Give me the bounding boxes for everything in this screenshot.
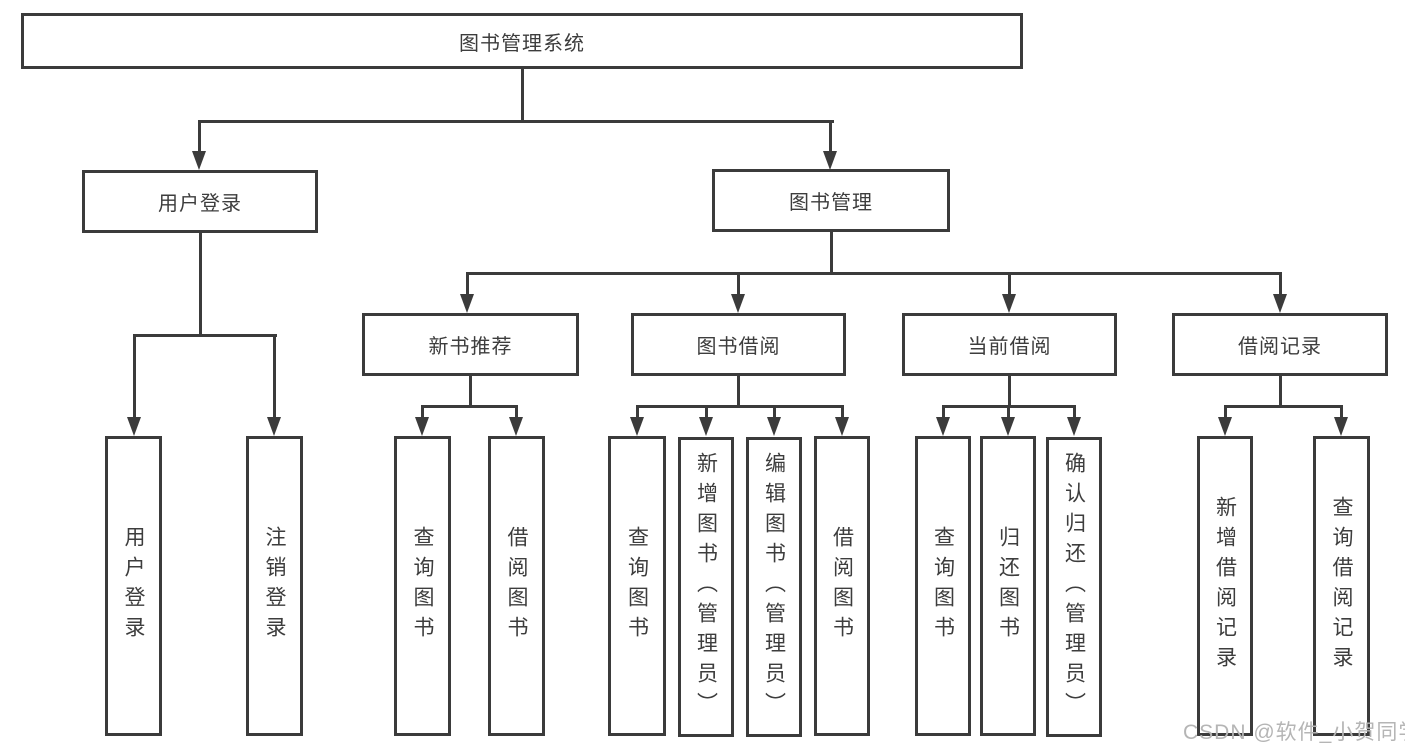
connector-line (520, 69, 524, 122)
leaf-query-borrow-record: 查询借阅记录 (1313, 436, 1370, 736)
connector-line (840, 405, 844, 419)
node-borrow-records: 借阅记录 (1172, 313, 1388, 376)
arrow-down-icon (1217, 417, 1232, 436)
leaf-query-books-borrow: 查询图书 (608, 436, 666, 736)
connector-line (420, 405, 518, 408)
arrow-down-icon (766, 417, 781, 436)
connector-line (420, 405, 424, 419)
connector-line (772, 405, 776, 419)
leaf-borrow-books-recommend: 借阅图书 (488, 436, 545, 736)
node-root: 图书管理系统 (21, 13, 1023, 69)
connector-line (514, 405, 518, 419)
arrow-down-icon (1000, 417, 1015, 436)
connector-line (1006, 405, 1010, 419)
connector-line (1278, 272, 1282, 296)
connector-line (272, 334, 276, 419)
arrow-down-icon (935, 417, 950, 436)
connector-line (828, 120, 832, 153)
arrow-down-icon (834, 417, 849, 436)
leaf-query-books-current: 查询图书 (915, 436, 971, 736)
arrow-down-icon (266, 417, 281, 436)
connector-line (197, 120, 201, 153)
arrow-down-icon (126, 417, 141, 436)
connector-line (1007, 376, 1011, 407)
arrow-down-icon (1066, 417, 1081, 436)
connector-line (465, 272, 1282, 275)
node-book-borrow: 图书借阅 (631, 313, 846, 376)
node-user-login: 用户登录 (82, 170, 318, 233)
connector-line (197, 120, 834, 123)
arrow-down-icon (822, 151, 837, 170)
leaf-query-books-recommend: 查询图书 (394, 436, 451, 736)
node-new-book-recommend: 新书推荐 (362, 313, 579, 376)
connector-line (465, 272, 469, 296)
connector-line (1339, 405, 1343, 419)
connector-line (132, 334, 136, 419)
connector-line (829, 232, 833, 274)
leaf-add-book-admin: 新增图书（管理员） (678, 437, 734, 737)
connector-line (1223, 405, 1343, 408)
connector-line (941, 405, 945, 419)
csdn-watermark: CSDN @软件_小贺同学 (1183, 721, 1405, 744)
arrow-down-icon (508, 417, 523, 436)
leaf-return-book: 归还图书 (980, 436, 1036, 736)
connector-line (1223, 405, 1227, 419)
arrow-down-icon (1001, 294, 1016, 313)
node-book-management: 图书管理 (712, 169, 950, 232)
leaf-add-borrow-record: 新增借阅记录 (1197, 436, 1253, 736)
arrow-down-icon (698, 417, 713, 436)
connector-line (635, 405, 844, 408)
leaf-edit-book-admin: 编辑图书（管理员） (746, 437, 802, 737)
arrow-down-icon (414, 417, 429, 436)
connector-line (1072, 405, 1076, 419)
connector-line (736, 376, 740, 407)
node-current-borrow: 当前借阅 (902, 313, 1117, 376)
connector-line (1278, 376, 1282, 407)
arrow-down-icon (459, 294, 474, 313)
arrow-down-icon (1272, 294, 1287, 313)
arrow-down-icon (730, 294, 745, 313)
arrow-down-icon (191, 151, 206, 170)
connector-line (468, 376, 472, 407)
leaf-user-login: 用户登录 (105, 436, 162, 736)
connector-line (198, 233, 202, 336)
connector-line (736, 272, 740, 296)
leaf-logout: 注销登录 (246, 436, 303, 736)
connector-line (635, 405, 639, 419)
connector-line (1007, 272, 1011, 296)
arrow-down-icon (629, 417, 644, 436)
connector-line (132, 334, 277, 337)
leaf-confirm-return-admin: 确认归还（管理员） (1046, 437, 1102, 737)
arrow-down-icon (1333, 417, 1348, 436)
connector-line (704, 405, 708, 419)
leaf-borrow-books: 借阅图书 (814, 436, 870, 736)
